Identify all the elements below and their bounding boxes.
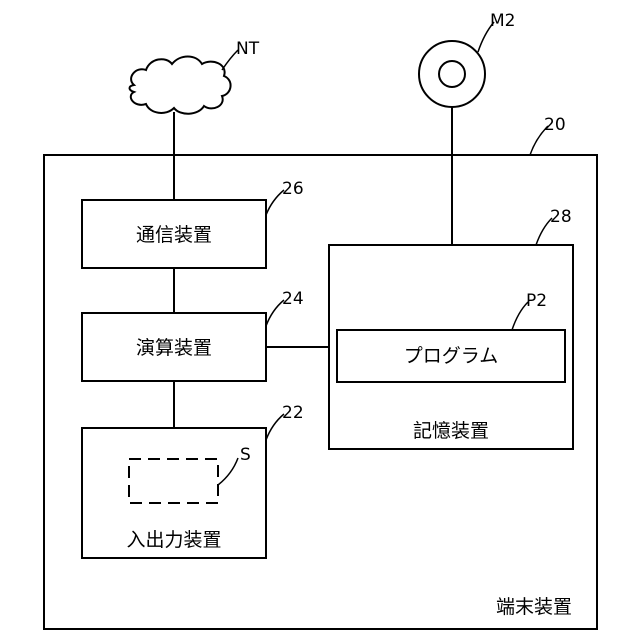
processor-ref: 24 <box>282 289 304 309</box>
network-ref: NT <box>236 39 260 59</box>
storage-ref: 28 <box>550 207 572 227</box>
program-label: プログラム <box>404 345 498 367</box>
storage-label: 記憶装置 <box>413 420 489 442</box>
communication-ref: 26 <box>282 179 304 199</box>
medium-hole-icon <box>439 61 465 87</box>
program-ref: P2 <box>526 291 547 311</box>
network-cloud-icon <box>130 57 231 114</box>
io-ref: 22 <box>282 403 304 423</box>
communication-label: 通信装置 <box>136 224 212 246</box>
medium-disc-icon <box>419 41 485 107</box>
io-label: 入出力装置 <box>126 529 221 551</box>
terminal-ref: 20 <box>544 115 566 135</box>
terminal-label: 端末装置 <box>496 596 572 618</box>
io-screen-ref: S <box>240 445 251 465</box>
processor-label: 演算装置 <box>136 337 212 359</box>
medium-ref: M2 <box>490 11 515 31</box>
